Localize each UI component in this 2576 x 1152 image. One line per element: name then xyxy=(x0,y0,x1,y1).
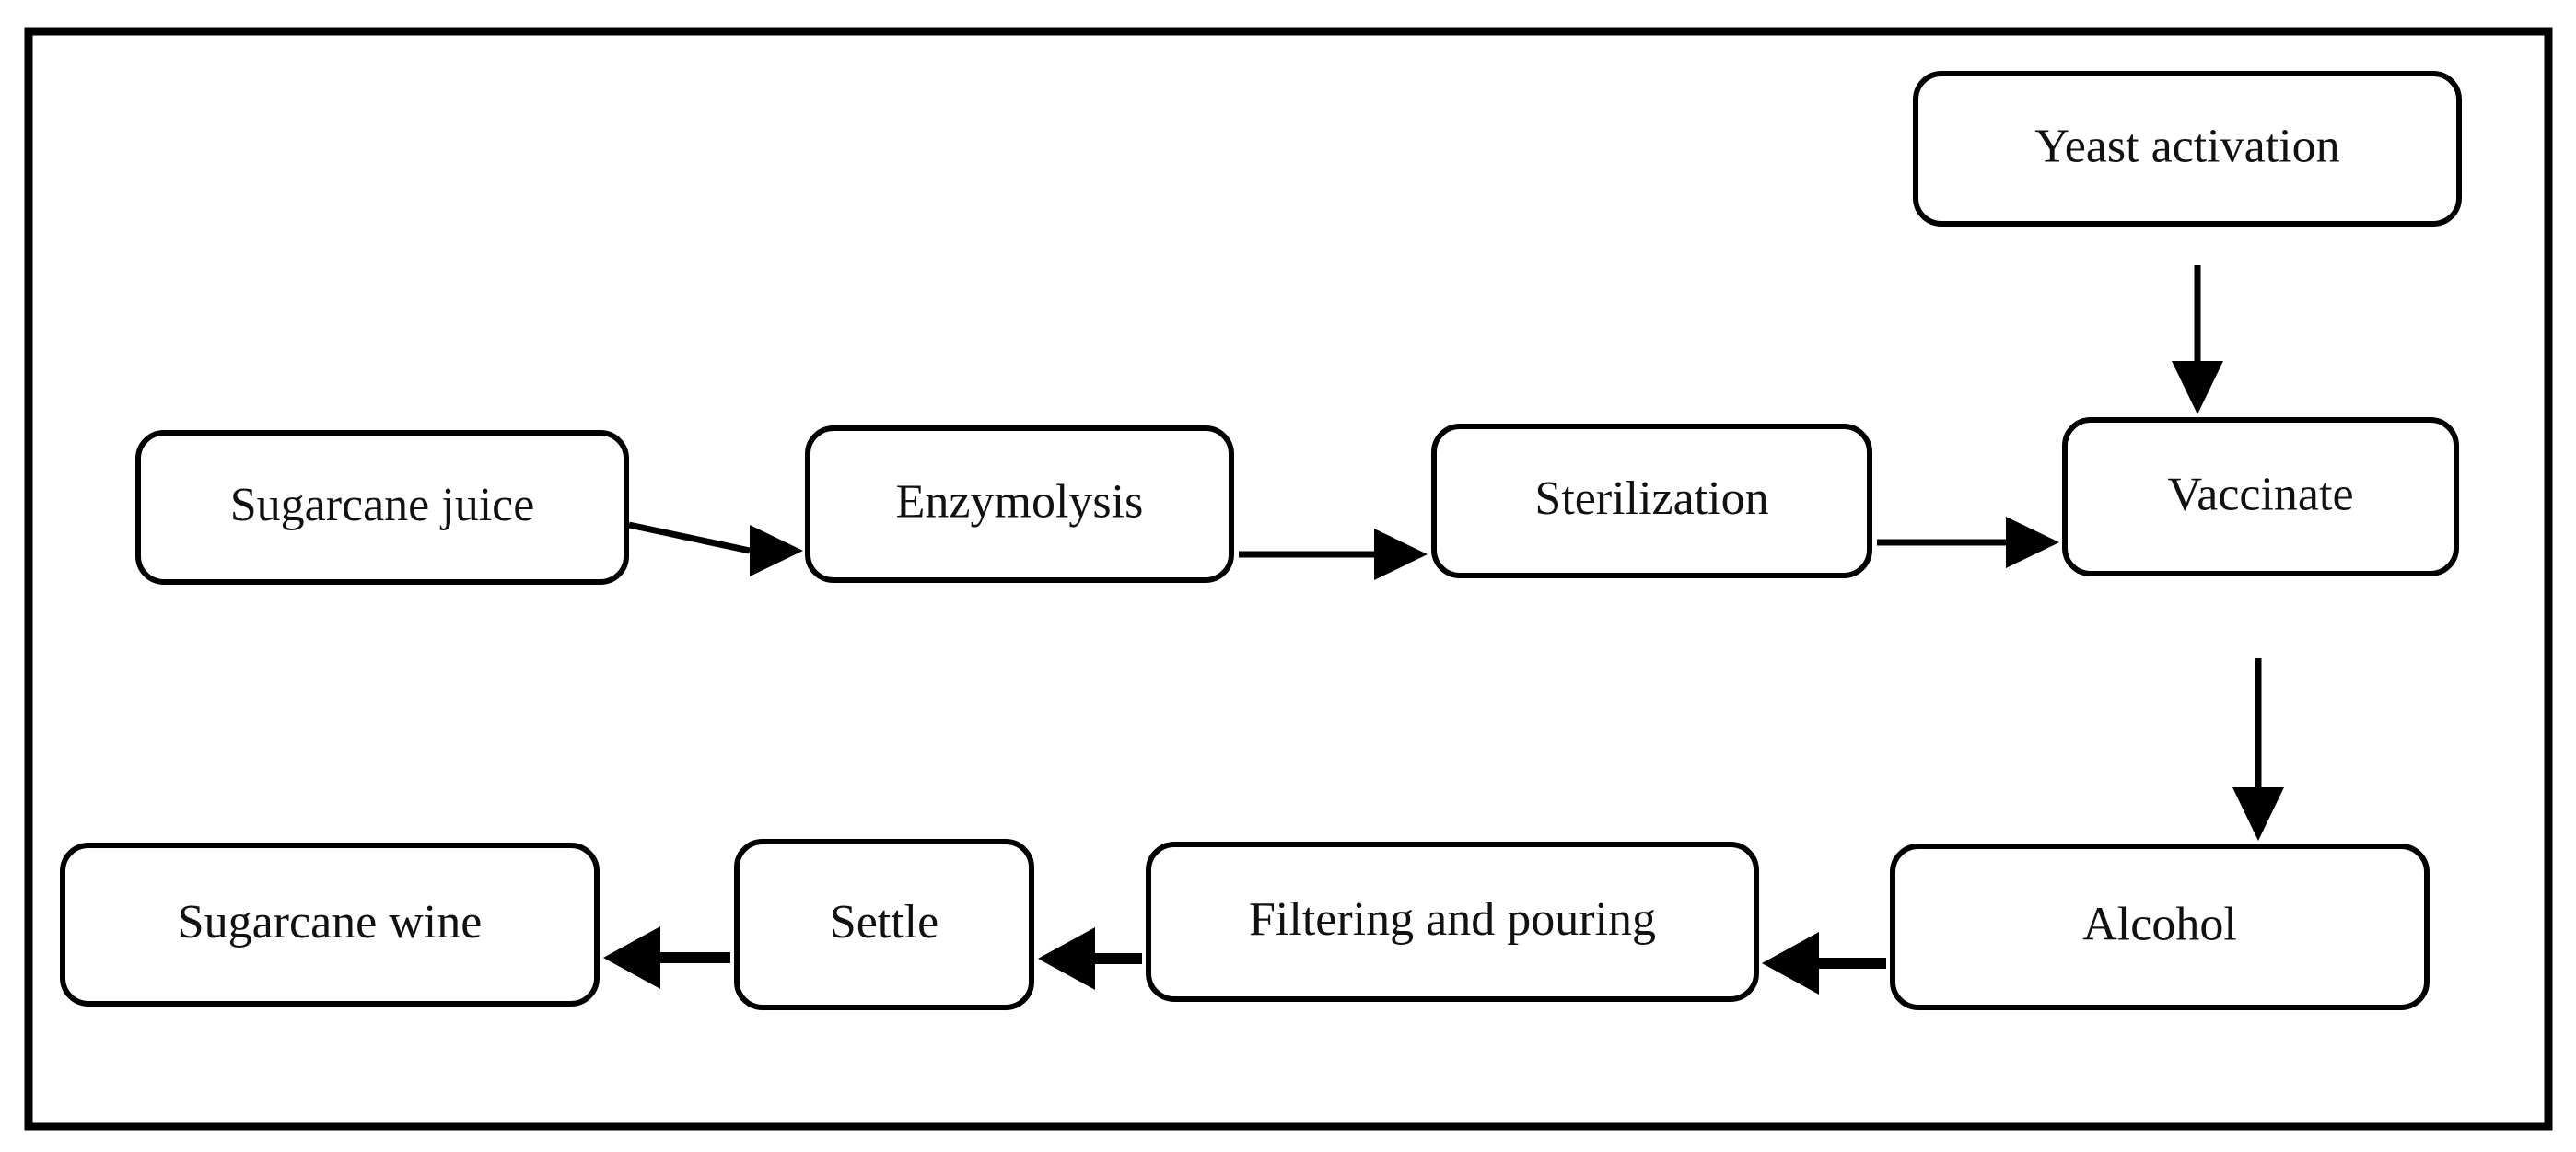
node-yeast-activation[interactable]: Yeast activation xyxy=(1913,71,2462,227)
edge-yeast-to-vaccinate xyxy=(2172,265,2223,414)
node-box-sterilization[interactable] xyxy=(1431,424,1872,578)
edge-juice-to-enzymolysis xyxy=(628,521,803,576)
edge-vaccinate-to-alcohol xyxy=(2232,658,2284,841)
node-box-enzymolysis[interactable] xyxy=(805,425,1234,583)
node-label-vaccinate: Vaccinate xyxy=(2167,468,2353,520)
node-box-yeast-activation[interactable] xyxy=(1913,71,2462,227)
node-label-alcohol: Alcohol xyxy=(2082,898,2237,950)
node-box-vaccinate[interactable] xyxy=(2062,417,2459,576)
edges-layer xyxy=(603,265,2284,995)
edge-settle-to-wine xyxy=(603,926,730,989)
node-box-sugarcane-juice[interactable] xyxy=(135,430,629,585)
arrowhead-icon-sterilization-to-vaccinate xyxy=(2006,517,2059,568)
arrowhead-icon-enzymolysis-to-sterilization xyxy=(1374,529,1428,580)
arrowhead-icon-vaccinate-to-alcohol xyxy=(2232,787,2284,841)
node-label-enzymolysis: Enzymolysis xyxy=(896,475,1144,528)
edge-alcohol-to-filtering xyxy=(1762,932,1886,995)
arrowhead-icon-yeast-to-vaccinate xyxy=(2172,361,2223,414)
node-settle[interactable]: Settle xyxy=(734,839,1034,1010)
arrowhead-icon-settle-to-wine xyxy=(603,926,660,989)
node-sugarcane-juice[interactable]: Sugarcane juice xyxy=(135,430,629,585)
node-label-filtering-and-pouring: Filtering and pouring xyxy=(1249,893,1656,946)
nodes-layer: Sugarcane juice Enzymolysis Sterilization Y… xyxy=(60,71,2462,1010)
node-label-sterilization: Sterilization xyxy=(1534,472,1768,525)
arrowhead-icon-juice-to-enzymolysis xyxy=(750,525,803,576)
node-sterilization[interactable]: Sterilization xyxy=(1431,424,1872,578)
node-vaccinate[interactable]: Vaccinate xyxy=(2062,417,2459,576)
outer-border-frame xyxy=(24,27,2553,1131)
node-filtering-and-pouring[interactable]: Filtering and pouring xyxy=(1146,842,1759,1002)
arrowhead-icon-alcohol-to-filtering xyxy=(1762,932,1819,995)
node-alcohol[interactable]: Alcohol xyxy=(1890,844,2430,1010)
node-box-alcohol[interactable] xyxy=(1890,844,2430,1010)
node-label-settle: Settle xyxy=(830,896,938,948)
edge-sterilization-to-vaccinate xyxy=(1877,517,2059,568)
node-label-sugarcane-juice: Sugarcane juice xyxy=(230,479,535,531)
node-enzymolysis[interactable]: Enzymolysis xyxy=(805,425,1234,583)
node-label-sugarcane-wine: Sugarcane wine xyxy=(178,896,483,948)
edge-enzymolysis-to-sterilization xyxy=(1239,529,1428,580)
node-box-settle[interactable] xyxy=(734,839,1034,1010)
node-sugarcane-wine[interactable]: Sugarcane wine xyxy=(60,843,600,1007)
edge-line-juice-to-enzymolysis xyxy=(628,521,751,554)
node-label-yeast-activation: Yeast activation xyxy=(2034,120,2339,172)
node-box-sugarcane-wine[interactable] xyxy=(60,843,600,1007)
node-box-filtering-and-pouring[interactable] xyxy=(1146,842,1759,1002)
arrowhead-icon-filtering-to-settle xyxy=(1038,927,1095,990)
edge-filtering-to-settle xyxy=(1038,927,1142,990)
